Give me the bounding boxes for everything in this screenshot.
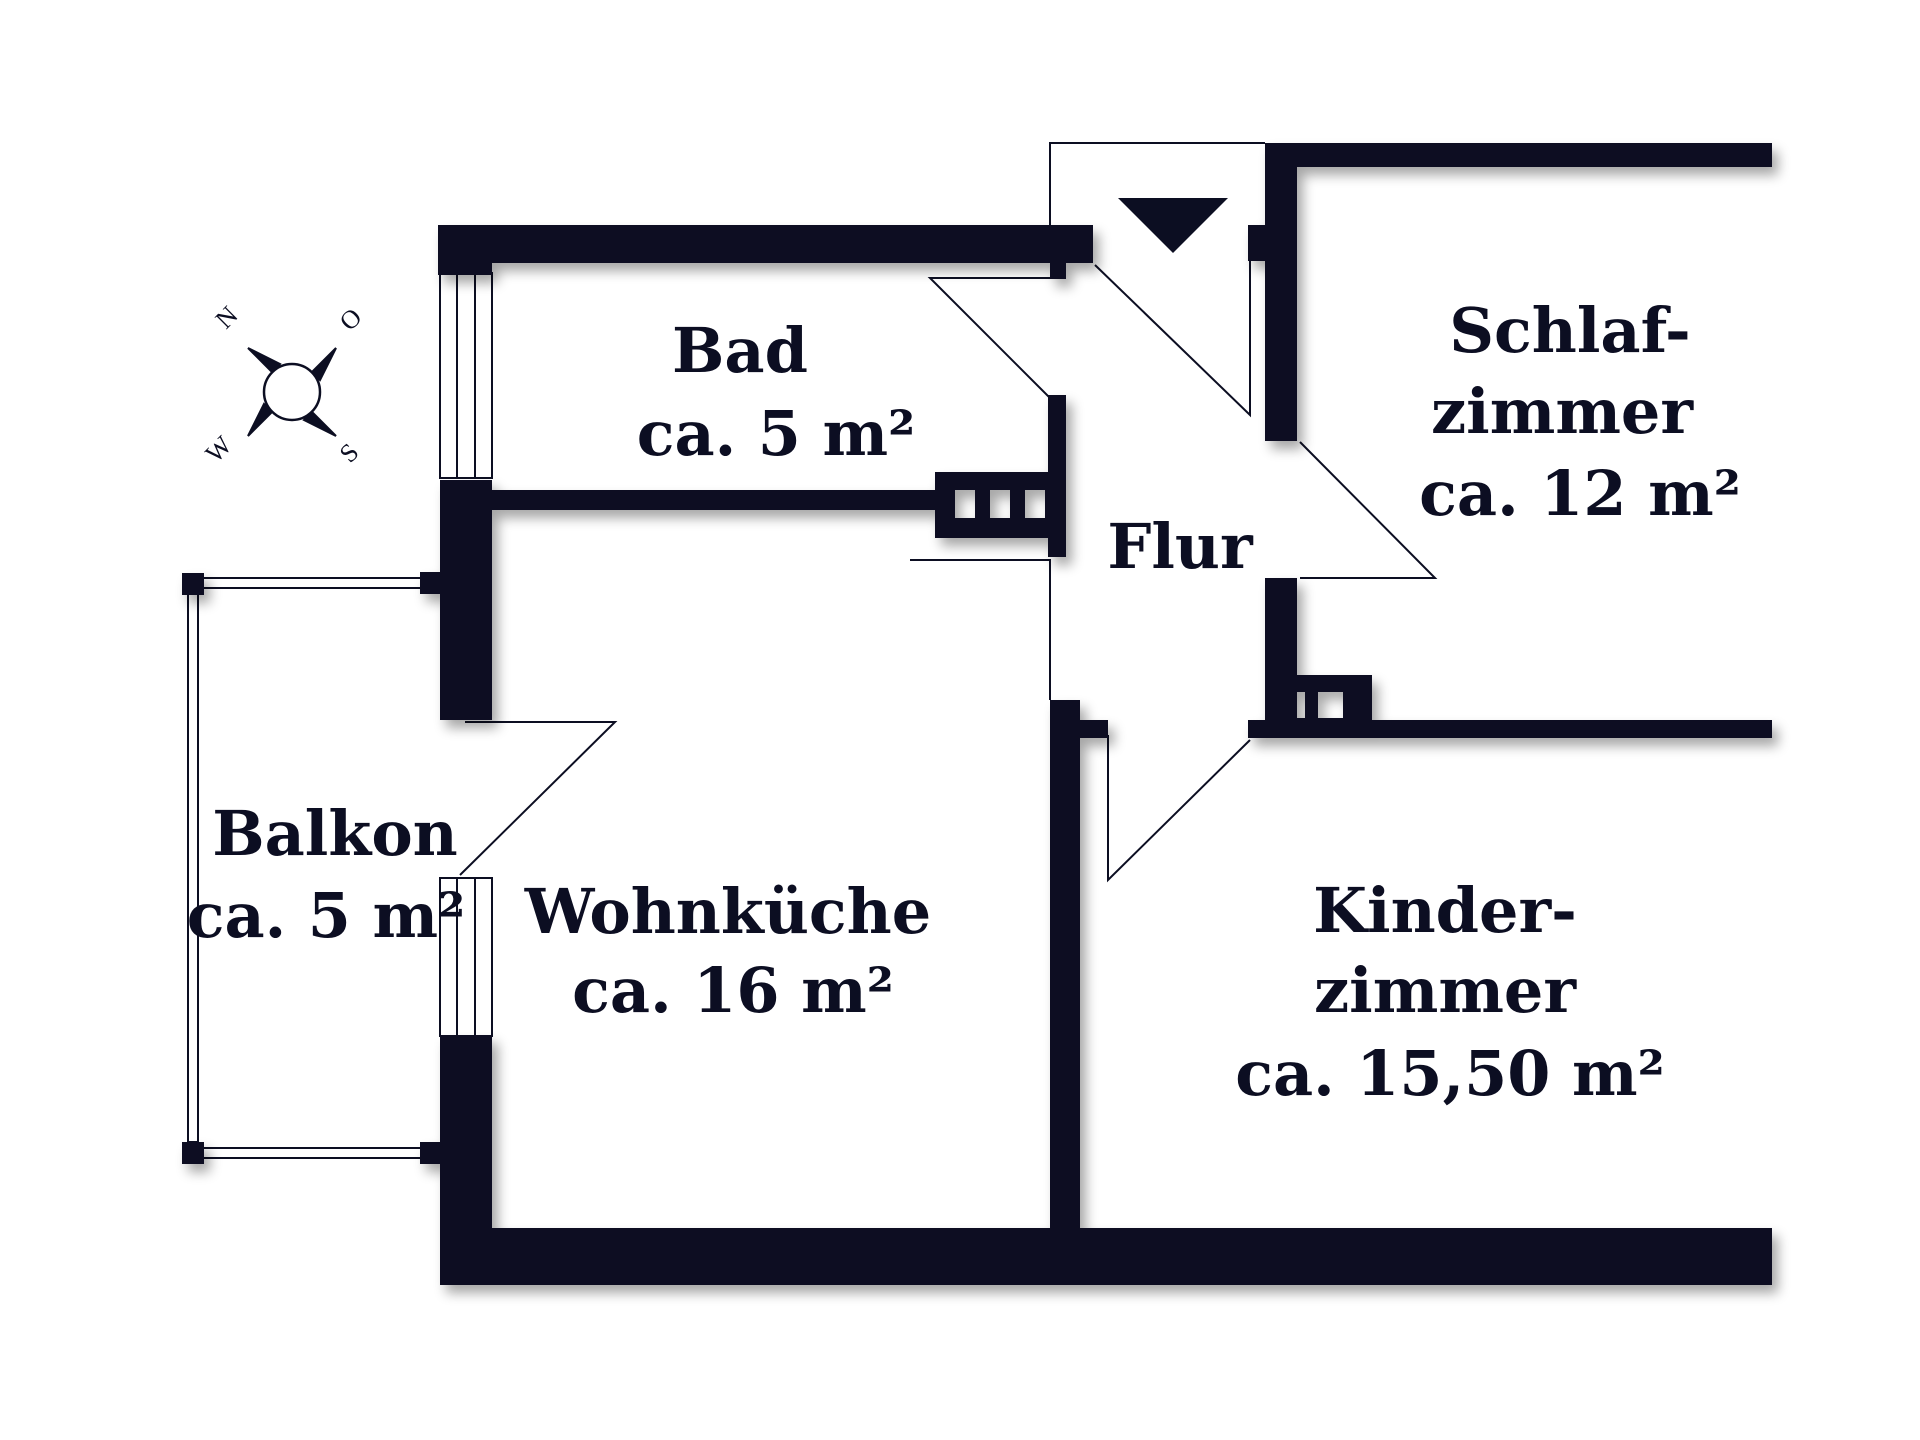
room-labels: Bad ca. 5 m² Flur Schlaf- zimmer ca. 12 … [187, 294, 1741, 1110]
room-flur-name: Flur [1107, 510, 1254, 583]
compass-s: S [334, 438, 365, 469]
compass-icon [262, 362, 322, 422]
room-wohn-area: ca. 16 m² [572, 954, 894, 1027]
shaft-bad [935, 472, 1066, 538]
balkon-railing-top [189, 577, 433, 589]
wall-wohn-kinder [1050, 700, 1080, 1235]
schlafzimmer-door-swing [1299, 441, 1438, 579]
wall-bad-top [438, 225, 1093, 263]
compass-o: O [334, 302, 368, 336]
walls [182, 143, 1772, 1285]
compass-rose: N O S W [200, 300, 368, 468]
kinderzimmer-door-swing [1107, 735, 1251, 883]
bad-window [439, 272, 493, 479]
room-wohn-name: Wohnküche [524, 875, 931, 948]
room-balkon-name: Balkon [212, 797, 458, 870]
bad-door-swing [927, 277, 1063, 411]
room-kinder-name-line2: zimmer [1314, 954, 1577, 1027]
balkon-railing-left [187, 583, 199, 1143]
compass-w: W [200, 430, 238, 468]
entrance-door-swing [1094, 240, 1251, 418]
wall-flur-right-top [1265, 143, 1297, 441]
room-bad-name: Bad [672, 314, 808, 387]
wohnkueche-door-swing [910, 559, 1051, 700]
room-schlaf-name-line1: Schlaf- [1449, 294, 1691, 367]
balkon-door-swing [459, 721, 618, 876]
entrance-arrow-icon [1118, 198, 1228, 253]
room-balkon-area: ca. 5 m² [187, 879, 466, 952]
wall-left-top [438, 225, 492, 275]
room-schlaf-area: ca. 12 m² [1419, 457, 1741, 530]
wall-kinder-top [1248, 720, 1772, 738]
balkon-railing-bottom [189, 1147, 433, 1159]
entrance-outline [1049, 142, 1265, 225]
wall-schlaf-top [1265, 143, 1772, 167]
wall-left-middle [440, 480, 492, 720]
room-schlaf-name-line2: zimmer [1431, 375, 1694, 448]
room-kinder-area: ca. 15,50 m² [1235, 1037, 1665, 1110]
wall-bad-wohnkueche [490, 490, 935, 510]
wall-bottom [440, 1228, 1772, 1285]
room-kinder-name-line1: Kinder- [1313, 874, 1577, 947]
room-bad-area: ca. 5 m² [637, 397, 916, 470]
compass-n: N [210, 300, 244, 334]
